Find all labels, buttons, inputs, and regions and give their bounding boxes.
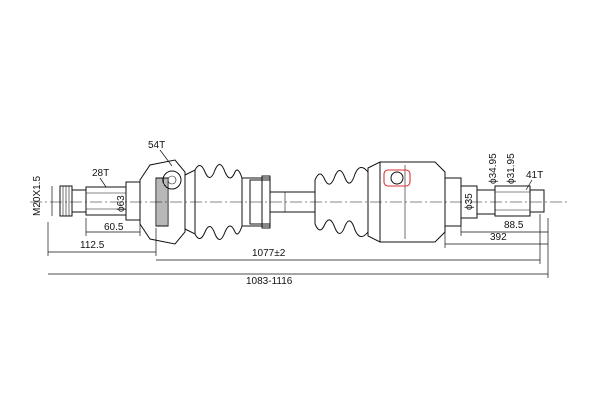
dim-392: 392 [490, 232, 507, 243]
left-spline-label: 28T [92, 168, 109, 179]
shaft-neck [71, 189, 87, 213]
left-diameter-label: ϕ63 [116, 195, 127, 212]
seal-shoulder [125, 181, 141, 221]
dim-60-5: 60.5 [104, 222, 124, 233]
outer-cv-joint [139, 159, 196, 245]
inner-boot [314, 167, 369, 237]
right-diameter-2-label: ϕ31.95 [506, 153, 517, 184]
dim-88-5: 88.5 [504, 220, 524, 231]
tripod-highlight [383, 169, 411, 187]
right-stub-shaft [476, 185, 545, 217]
right-spline-label: 41T [526, 170, 543, 181]
right-spline-section [494, 185, 531, 217]
right-diameter-3-label: ϕ35 [464, 193, 475, 210]
dim-1083-1116: 1083-1116 [246, 276, 293, 287]
left-stub-shaft [59, 181, 141, 221]
dim-1077: 1077±2 [252, 248, 286, 259]
joint-spline-label: 54T [148, 140, 165, 151]
right-diameter-1-label: ϕ34.95 [488, 153, 499, 184]
damper [249, 179, 271, 225]
thread-label: M20X1.5 [32, 176, 43, 216]
dim-112-5: 112.5 [80, 240, 105, 251]
